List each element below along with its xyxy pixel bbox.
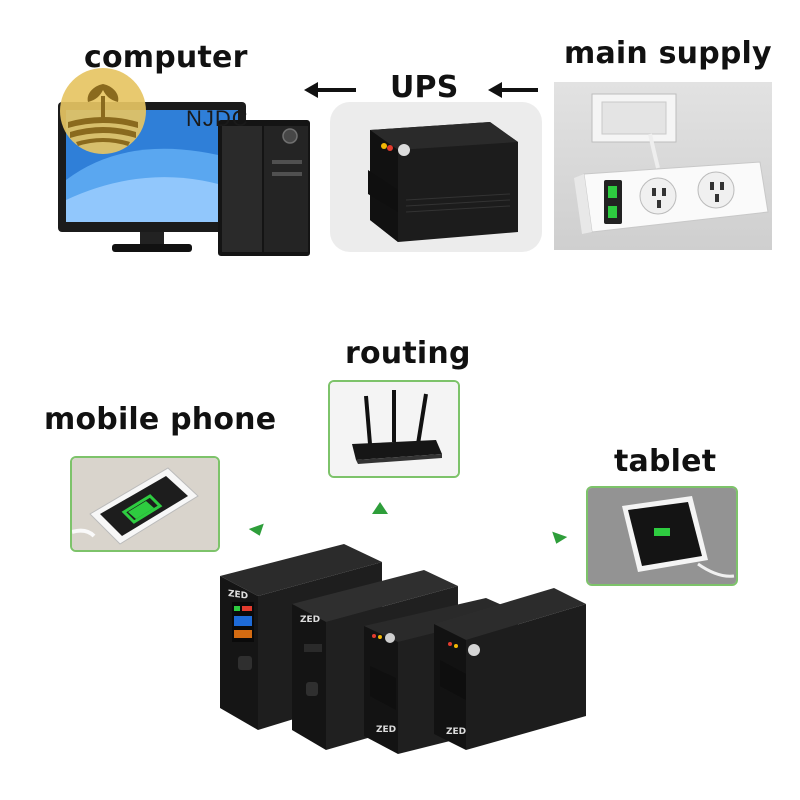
power-strip-icon — [574, 93, 769, 234]
arrow-to-ups-head — [488, 82, 502, 98]
phone-icon — [72, 458, 218, 550]
ups-brand-3: ZED — [376, 725, 396, 735]
main-supply-label: main supply — [564, 36, 772, 71]
tablet-panel — [586, 486, 738, 586]
mobile-phone-panel — [70, 456, 220, 552]
arrow-to-computer-head — [304, 82, 318, 98]
mobile-phone-label: mobile phone — [44, 402, 277, 437]
arrow-to-ups — [500, 88, 538, 92]
ups-brand-4: ZED — [446, 727, 466, 737]
ups-label: UPS — [390, 70, 459, 105]
tablet-label: tablet — [614, 444, 717, 479]
logo-icon — [60, 68, 146, 154]
routing-label: routing — [345, 336, 471, 371]
arrow-to-computer — [316, 88, 356, 92]
ups-brand-1: ZED — [228, 589, 249, 602]
router-icon — [330, 382, 458, 476]
watermark-text: NJDC — [186, 106, 249, 131]
tablet-icon — [588, 488, 736, 584]
ups-icon — [368, 122, 518, 242]
ups-lineup-icon: ZED ZED ZED ZED — [220, 544, 586, 754]
arrow-indicator-phone — [248, 523, 268, 539]
ups-brand-2: ZED — [300, 615, 320, 625]
arrow-indicator-router — [372, 502, 388, 514]
computer-icon — [58, 102, 310, 256]
router-panel — [328, 380, 460, 478]
